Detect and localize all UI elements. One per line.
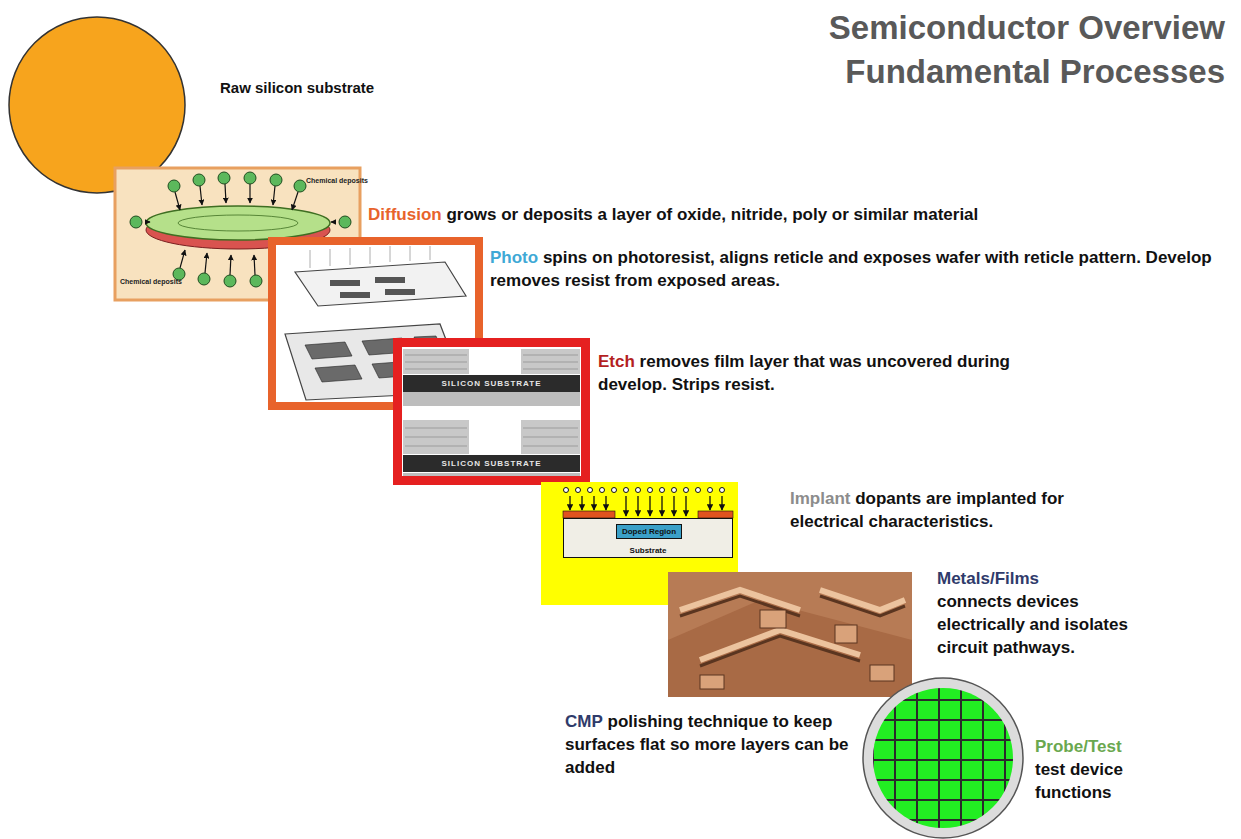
node-text: SILICON SUBSTRATE — [442, 379, 542, 388]
step-description: Photospins on photoresist, aligns reticl… — [490, 246, 1238, 292]
substrate-block: Substrate Doped Region — [563, 518, 733, 558]
node-text: Doped Region — [622, 527, 676, 536]
step-name: Probe/Test — [1035, 735, 1185, 758]
step-description: Probe/Testtest device functions — [1035, 735, 1185, 804]
substrate-label: Raw silicon substrate — [220, 76, 520, 99]
substrate-band: SILICON SUBSTRATE — [403, 375, 580, 392]
step-description: CMPpolishing technique to keep surfaces … — [565, 710, 855, 779]
step-text: grows or deposits a layer of oxide, nitr… — [446, 205, 978, 224]
substrate-band: SILICON SUBSTRATE — [403, 455, 580, 472]
step-description: Etchremoves film layer that was uncovere… — [598, 350, 1028, 396]
step-name: Metals/Films — [937, 567, 1152, 590]
slide-title: Semiconductor Overview Fundamental Proce… — [775, 6, 1225, 94]
step-description: Diffusiongrows or deposits a layer of ox… — [368, 203, 1238, 226]
node-text: Substrate — [630, 546, 667, 555]
step-text: polishing technique to keep surfaces fla… — [565, 712, 848, 777]
doped-region: Doped Region — [616, 524, 682, 539]
etch-picture — [398, 343, 586, 481]
step-text: removes film layer that was uncovered du… — [598, 352, 1010, 394]
step-name: Implant — [790, 489, 850, 508]
step-text: Raw silicon substrate — [220, 79, 374, 96]
step-name: Photo — [490, 248, 538, 267]
metals-picture — [668, 572, 912, 697]
step-name: Diffusion — [368, 205, 442, 224]
picture-label: Chemical deposits — [120, 278, 182, 285]
step-text: connects devices electrically and isolat… — [937, 592, 1128, 657]
picture-label: Chemical deposits — [306, 177, 368, 184]
step-name: Etch — [598, 352, 635, 371]
node-text: SILICON SUBSTRATE — [442, 459, 542, 468]
step-description: Metals/Filmsconnects devices electricall… — [937, 567, 1152, 659]
step-text: spins on photoresist, aligns reticle and… — [490, 248, 1212, 290]
step-description: Implantdopants are implanted for electri… — [790, 487, 1120, 533]
step-name: CMP — [565, 712, 603, 731]
probe-wafer — [863, 678, 1023, 838]
step-text: test device functions — [1035, 760, 1123, 802]
